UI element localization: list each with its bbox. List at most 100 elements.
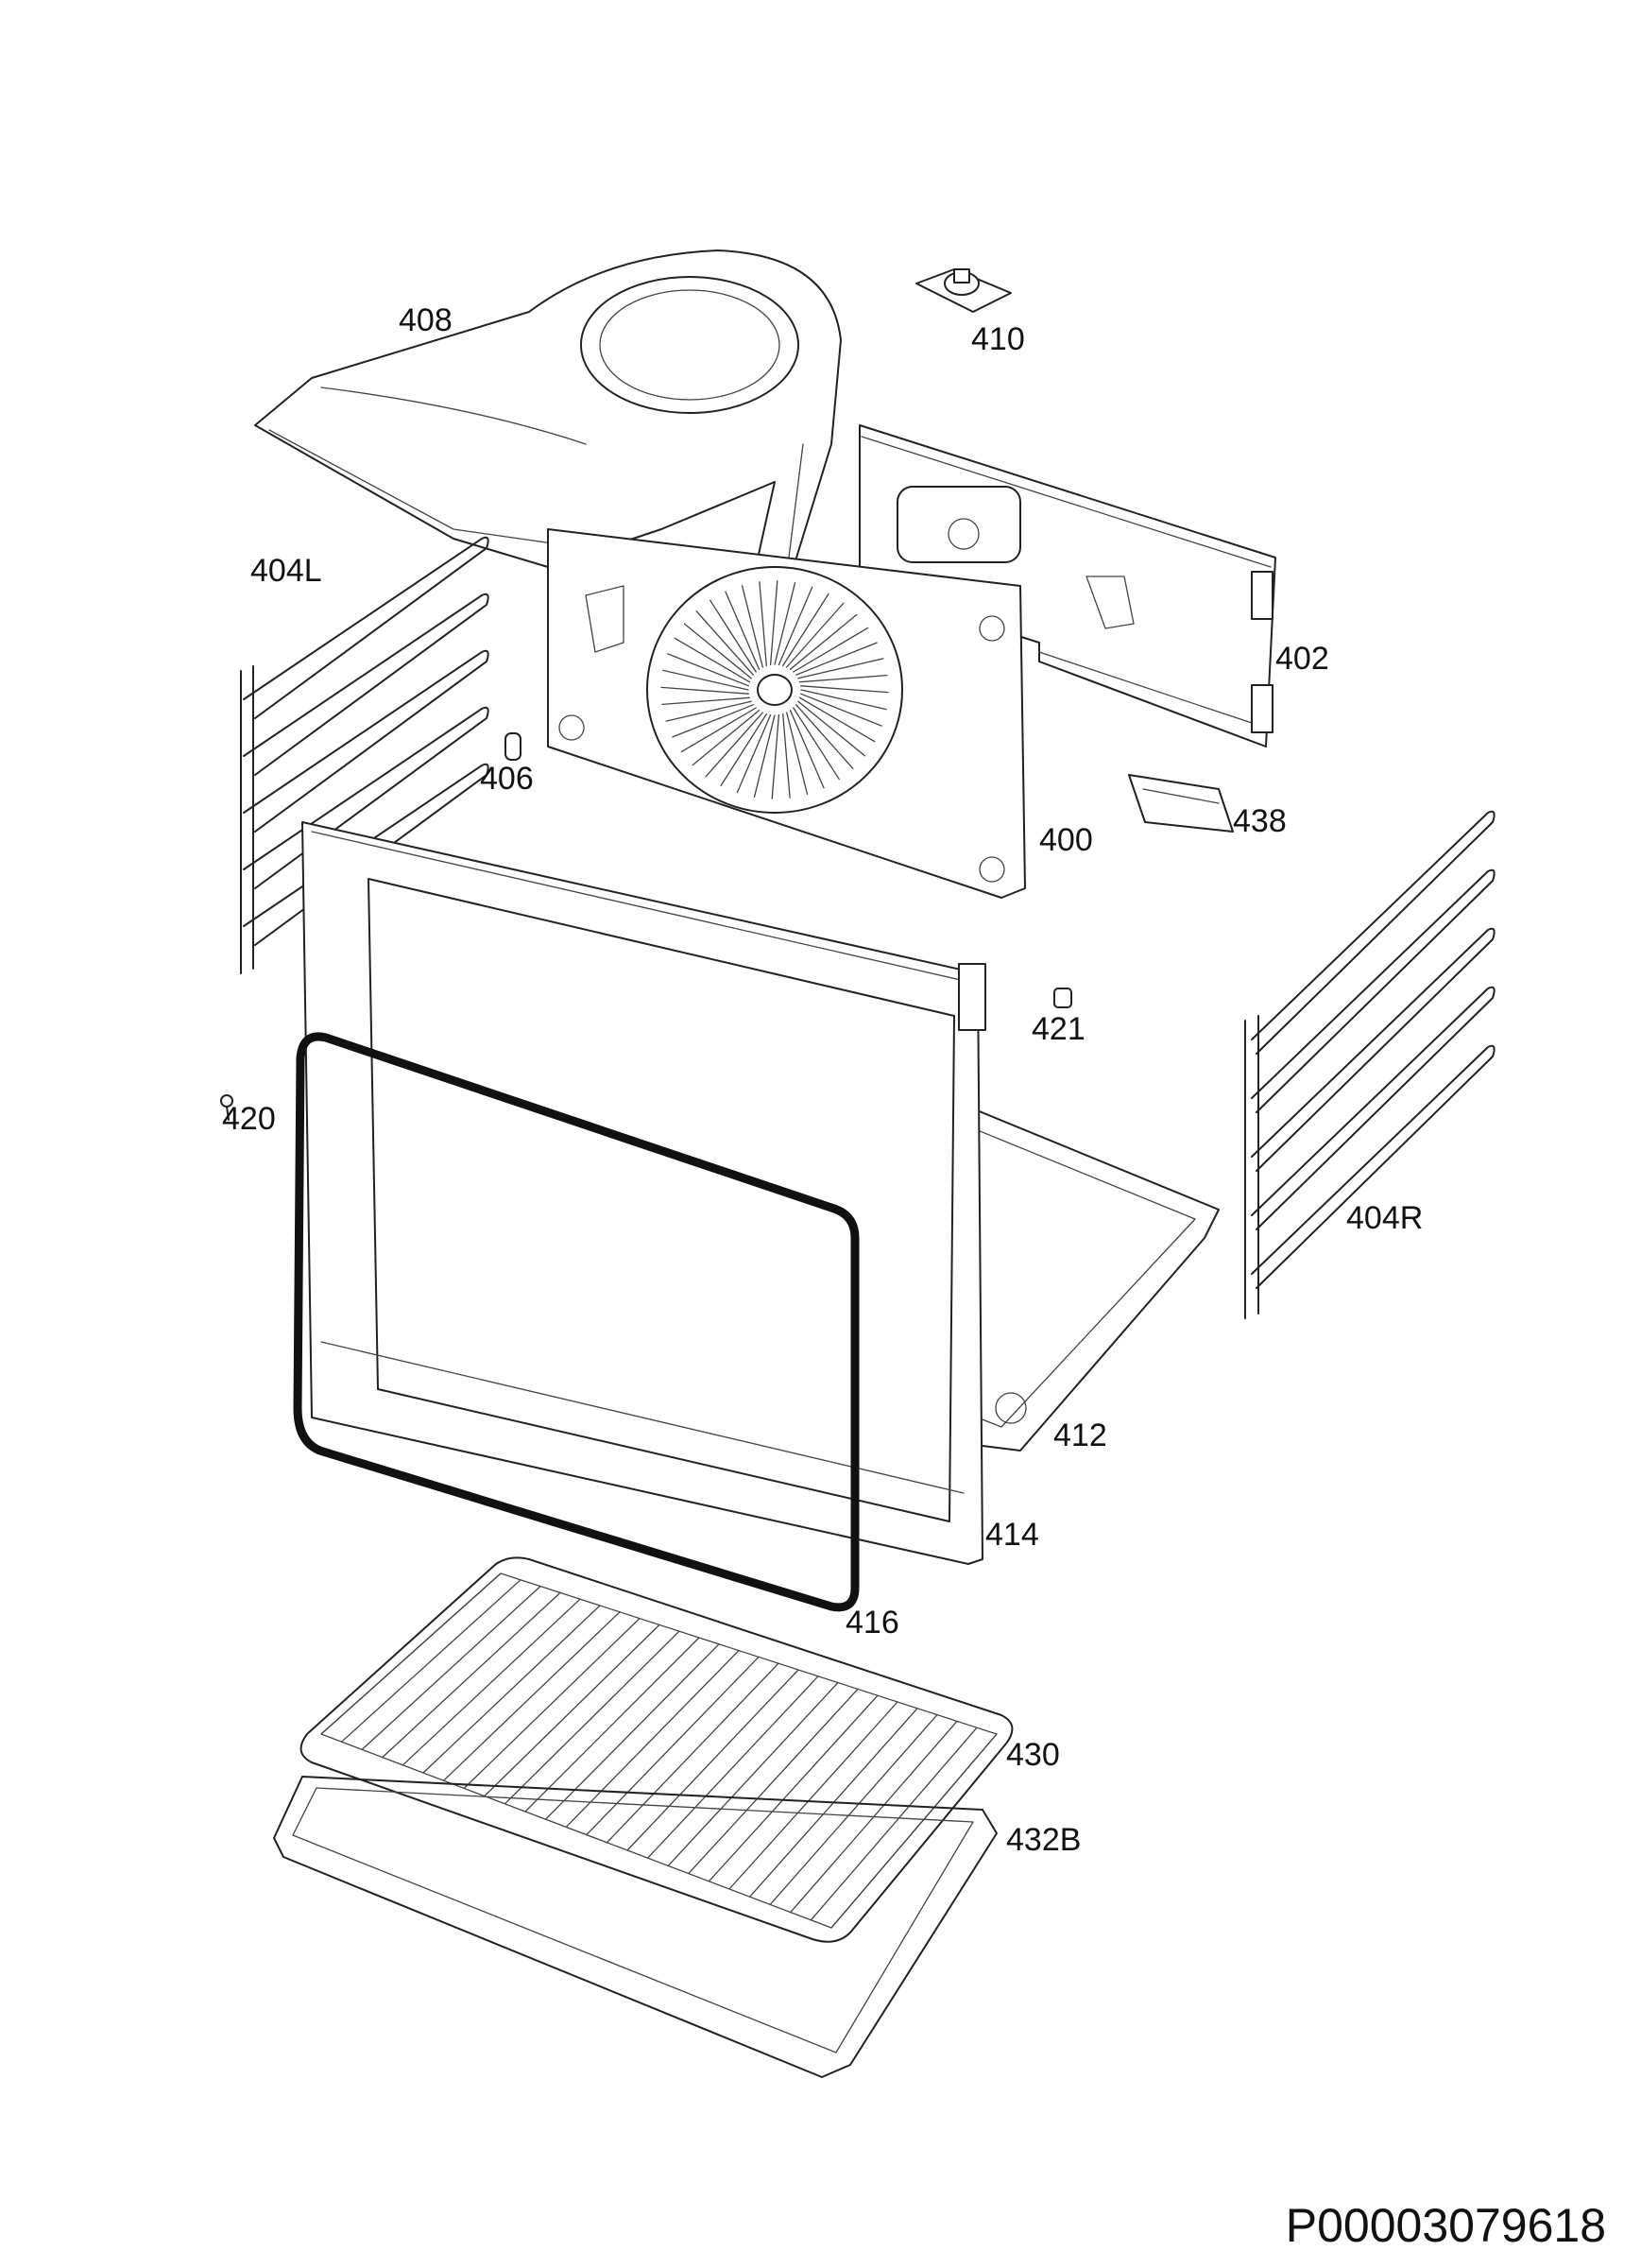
- fan-spoke: [798, 696, 876, 743]
- fan-spoke: [683, 623, 752, 679]
- left-rail-wire: [243, 763, 489, 946]
- fan-spoke: [692, 710, 761, 766]
- part-402-drawing: [859, 424, 1276, 747]
- grill-bar: [484, 1624, 660, 1797]
- fan-spoke: [695, 610, 754, 676]
- label-408: 408: [399, 302, 453, 338]
- right-rail-wire: [1251, 868, 1496, 1113]
- grill-bar: [606, 1662, 779, 1844]
- label-420: 420: [222, 1101, 276, 1137]
- part-414-drawing: [301, 821, 986, 1565]
- fan-spoke: [661, 696, 751, 706]
- fan-spoke: [800, 689, 887, 711]
- grill-bar: [402, 1598, 581, 1766]
- part-406-drawing: [504, 732, 521, 761]
- label-410: 410: [971, 321, 1025, 357]
- fan-spoke: [753, 714, 776, 798]
- fan-spoke: [800, 693, 882, 727]
- label-421: 421: [1032, 1011, 1085, 1047]
- fan-spoke: [665, 700, 752, 722]
- part-410-drawing: [915, 268, 1012, 313]
- label-414: 414: [985, 1517, 1039, 1553]
- grill-bar: [810, 1727, 978, 1921]
- fan-spoke: [789, 613, 858, 670]
- grill-bar: [463, 1617, 641, 1790]
- grill-bar: [382, 1591, 561, 1759]
- grill-bar: [646, 1675, 819, 1859]
- label-404L: 404L: [250, 553, 322, 589]
- fan-spoke: [736, 713, 772, 794]
- grill-bar: [442, 1611, 621, 1781]
- fan-spoke: [725, 591, 761, 670]
- fan-spoke: [793, 627, 869, 673]
- grill-bar: [830, 1733, 998, 1929]
- label-432B: 432B: [1006, 1822, 1081, 1858]
- fan-spoke: [680, 707, 757, 753]
- grill-bar: [320, 1572, 502, 1735]
- fan-spoke: [782, 713, 791, 799]
- label-400: 400: [1039, 822, 1093, 858]
- grill-bar: [688, 1688, 859, 1875]
- grill-bar: [361, 1585, 541, 1751]
- fan-spoke: [667, 653, 749, 687]
- left-rail-wire: [243, 593, 489, 776]
- fan-spoke: [798, 674, 888, 683]
- label-416: 416: [846, 1605, 899, 1641]
- fan-spoke: [741, 585, 763, 668]
- fan-spoke: [705, 712, 763, 778]
- fan-spoke: [793, 707, 840, 781]
- fan-spoke: [672, 704, 754, 738]
- fan-spoke: [774, 582, 796, 665]
- fan-spoke: [759, 581, 767, 667]
- part-420-drawing: [220, 1094, 233, 1121]
- left-rail-wire: [243, 649, 489, 833]
- fan-spoke: [778, 586, 813, 666]
- label-430: 430: [1006, 1737, 1060, 1773]
- left-rail-wire: [243, 536, 489, 719]
- fan-spoke: [662, 669, 749, 691]
- fan-spoke: [797, 700, 866, 757]
- fan-spoke: [782, 593, 829, 667]
- part-416-drawing: [293, 1032, 860, 1612]
- grill-bar: [524, 1637, 700, 1813]
- grill-bar: [728, 1701, 898, 1890]
- fan-spoke: [709, 599, 757, 673]
- grill-bar: [422, 1605, 601, 1774]
- right-rail-wire: [1251, 810, 1496, 1055]
- part-430-drawing: [299, 1556, 1014, 1943]
- label-402: 402: [1275, 641, 1329, 677]
- fan-spoke: [771, 713, 780, 799]
- label-412: 412: [1053, 1418, 1107, 1453]
- grill-bar: [586, 1656, 760, 1836]
- fan-spoke: [797, 658, 884, 679]
- part-404L-drawing: [240, 536, 489, 974]
- fan-spoke: [786, 602, 845, 668]
- left-rail-wire: [243, 706, 489, 889]
- label-406: 406: [480, 761, 534, 797]
- fan-spoke: [674, 637, 751, 683]
- part-400-drawing: [547, 528, 1026, 899]
- fan-spoke: [789, 710, 825, 789]
- grill-bar: [708, 1694, 879, 1882]
- grill-bar: [667, 1681, 839, 1867]
- right-rail-wire: [1251, 986, 1496, 1230]
- fan-spoke: [800, 685, 889, 694]
- fan-spoke: [795, 642, 878, 676]
- grill-bar: [340, 1579, 521, 1743]
- label-438: 438: [1233, 803, 1287, 839]
- label-404R: 404R: [1346, 1200, 1423, 1236]
- grill-bar: [504, 1630, 680, 1805]
- fan-spoke: [660, 686, 749, 695]
- part-438-drawing: [1128, 774, 1234, 833]
- part-404R-drawing: [1244, 810, 1496, 1319]
- part-432B-drawing: [273, 1776, 998, 2078]
- fan-spoke: [795, 704, 854, 769]
- right-rail-wire: [1251, 927, 1496, 1172]
- part-421-drawing: [1053, 988, 1072, 1008]
- grill-bar: [565, 1649, 740, 1829]
- grill-bar: [626, 1669, 799, 1851]
- fan-spoke: [786, 712, 809, 795]
- grill-bar: [769, 1713, 938, 1906]
- drawing-number: P00003079618: [1286, 2199, 1606, 2252]
